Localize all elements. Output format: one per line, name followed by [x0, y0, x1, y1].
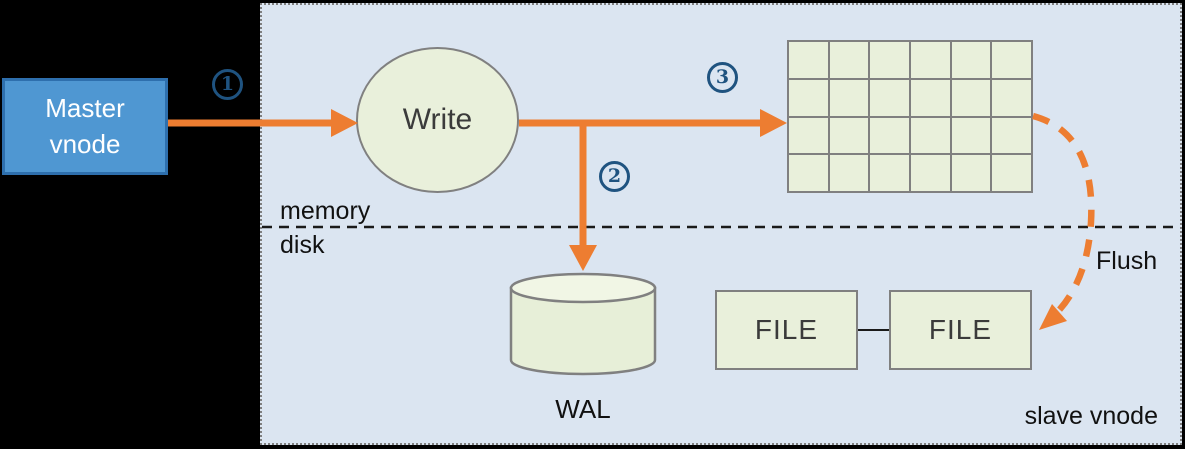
file-node: FILE	[715, 290, 858, 370]
flush-label: Flush	[1096, 247, 1158, 275]
grid-cell	[911, 79, 950, 116]
grid-cell	[789, 42, 828, 78]
memory-label: memory	[280, 197, 371, 225]
step-2-badge: 2	[599, 161, 630, 192]
grid-cell	[911, 42, 950, 78]
grid-cell	[870, 79, 909, 116]
grid-cell	[789, 155, 828, 191]
grid-cell	[829, 117, 869, 154]
grid-cell	[951, 42, 991, 78]
slave-vnode-label: slave vnode	[1024, 402, 1158, 430]
grid-cell	[870, 42, 909, 78]
disk-label: disk	[280, 231, 325, 259]
grid-cell	[829, 79, 869, 116]
step-3-badge: 3	[707, 62, 738, 93]
write-node: Write	[356, 47, 519, 193]
grid-cell	[911, 117, 950, 154]
step-1-badge: 1	[212, 69, 243, 100]
grid-cell	[829, 42, 869, 78]
grid-cell	[789, 79, 828, 116]
wal-cylinder	[509, 272, 657, 376]
file-node: FILE	[889, 290, 1032, 370]
grid-cell	[870, 155, 909, 191]
grid-cell	[992, 117, 1031, 154]
grid-cell	[829, 155, 869, 191]
grid-cell	[992, 79, 1031, 116]
grid-cell	[951, 79, 991, 116]
grid-cell	[789, 117, 828, 154]
grid-cell	[870, 117, 909, 154]
master-vnode-node: Master vnode	[2, 78, 168, 175]
grid-cell	[992, 42, 1031, 78]
memtable-grid	[787, 40, 1033, 193]
grid-cell	[911, 155, 950, 191]
grid-cell	[951, 155, 991, 191]
grid-cell	[992, 155, 1031, 191]
wal-label: WAL	[555, 394, 611, 424]
grid-cell	[951, 117, 991, 154]
